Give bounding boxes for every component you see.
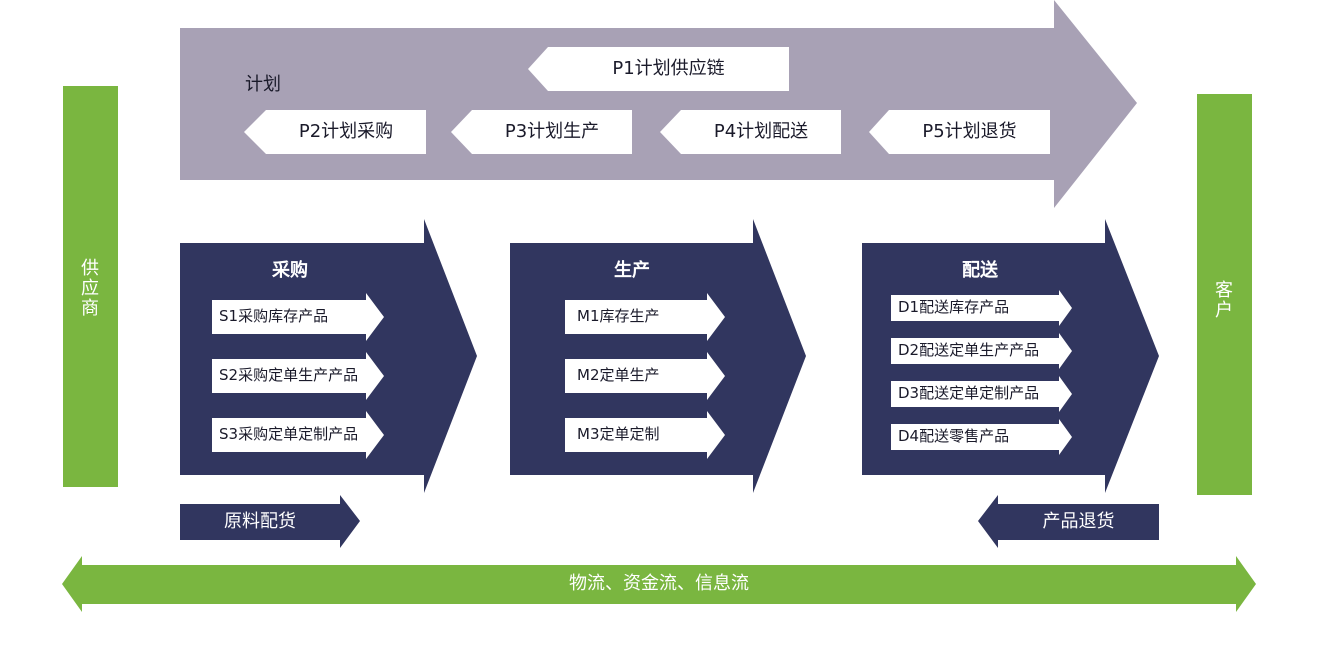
p1-label: P1计划供应链	[612, 58, 725, 79]
p3-label: P3计划生产	[504, 121, 600, 142]
m2-label: M2定单生产	[577, 366, 660, 384]
d2-arrow	[891, 333, 1072, 369]
p2-arrow	[244, 110, 426, 154]
plan-label: 计划	[245, 74, 281, 95]
s1-arrow	[212, 293, 384, 341]
customer-bar	[1197, 94, 1252, 495]
make-title: 生产	[614, 260, 650, 281]
p1-arrow	[528, 47, 789, 91]
p2-label: P2计划采购	[298, 121, 394, 142]
customer-label: 客户	[1212, 280, 1233, 320]
s2-label: S2采购定单生产产品	[219, 366, 359, 384]
d2-label: D2配送定单生产产品	[898, 341, 1040, 359]
source-title: 采购	[272, 260, 308, 281]
d1-label: D1配送库存产品	[898, 298, 1010, 316]
p3-arrow	[451, 110, 632, 154]
m3-arrow	[565, 411, 725, 459]
m1-arrow	[565, 293, 725, 341]
plan-band-arrow	[180, 0, 1137, 208]
deliver-title: 配送	[962, 260, 998, 281]
s3-label: S3采购定单定制产品	[219, 425, 359, 443]
d4-arrow	[891, 419, 1072, 455]
product-return-label: 产品退货	[1042, 511, 1115, 532]
d3-label: D3配送定单定制产品	[898, 384, 1040, 402]
d1-arrow	[891, 290, 1072, 326]
p4-arrow	[660, 110, 841, 154]
d4-label: D4配送零售产品	[898, 427, 1010, 445]
s2-arrow	[212, 352, 384, 400]
d3-arrow	[891, 376, 1072, 412]
m2-arrow	[565, 352, 725, 400]
p4-label: P4计划配送	[713, 121, 809, 142]
p5-arrow	[869, 110, 1050, 154]
supplier-label: 供应商	[78, 258, 99, 318]
flows-label: 物流、资金流、信息流	[569, 573, 749, 594]
product-return-arrow	[978, 495, 1159, 548]
m3-label: M3定单定制	[577, 425, 660, 443]
s3-arrow	[212, 411, 384, 459]
raw-material-arrow	[180, 495, 360, 548]
flows-double-arrow	[62, 556, 1256, 612]
supplier-bar	[63, 86, 118, 487]
raw-material-label: 原料配货	[224, 511, 296, 532]
s1-label: S1采购库存产品	[219, 307, 329, 325]
m1-label: M1库存生产	[577, 307, 660, 325]
p5-label: P5计划退货	[922, 121, 1017, 142]
